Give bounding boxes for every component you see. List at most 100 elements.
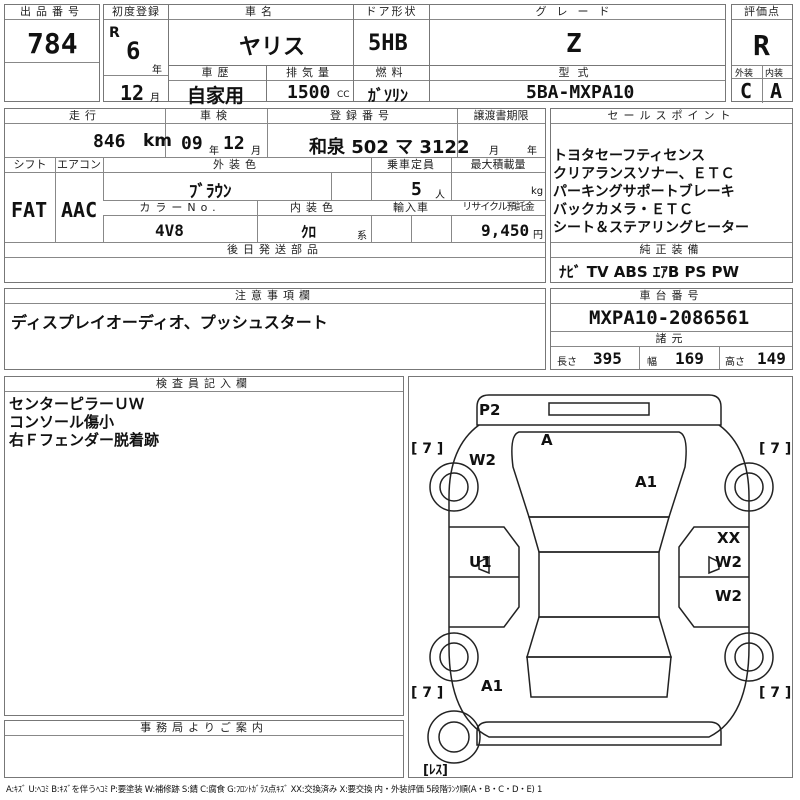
registration-label: 登録番号 xyxy=(267,109,457,124)
tire-front-right: [ 7 ] xyxy=(759,441,792,457)
mark-w2-right-1: W2 xyxy=(715,553,742,571)
displacement-cell: 排気量 1500 CC xyxy=(266,65,354,103)
transfer-day-unit: 年 xyxy=(527,146,537,157)
notes-text: ディスプレイオーディオ、プッシュスタート xyxy=(11,313,328,332)
grade: Z xyxy=(566,29,582,59)
fuel: ｶﾞｿﾘﾝ xyxy=(368,86,409,105)
ext-color: ﾌﾞﾗｳﾝ xyxy=(189,182,232,202)
spare-tire: [ﾚｽ] xyxy=(423,763,448,778)
mark-a1-rear: A1 xyxy=(481,677,504,695)
length-label: 長さ xyxy=(557,357,577,368)
history-cell: 車歴 自家用 xyxy=(168,65,267,107)
inspection-year: 09 xyxy=(181,133,203,154)
model-code-cell: 型式 5BA-MXPA10 xyxy=(429,65,726,103)
width-label: 幅 xyxy=(647,357,657,368)
yen-unit: 円 xyxy=(533,230,543,241)
lot-number: 784 xyxy=(27,27,78,60)
cc-unit: CC xyxy=(337,90,350,100)
recycle-label: リサイクル預託金 xyxy=(451,201,545,216)
color-no: 4V8 xyxy=(155,221,184,240)
inspector-note-item: 右Ｆフェンダー脱着跡 xyxy=(9,431,160,449)
max-load-label: 最大積載量 xyxy=(451,158,545,173)
history-label: 車歴 xyxy=(169,66,266,81)
grade-label: グレード xyxy=(430,5,725,20)
mark-w2-right-2: W2 xyxy=(715,587,742,605)
inspection-year-unit: 年 xyxy=(209,146,219,157)
month-unit: 月 xyxy=(150,93,160,104)
displacement: 1500 xyxy=(287,82,331,103)
inspector-label: 検査員記入欄 xyxy=(5,377,403,392)
tire-rear-right: [ 7 ] xyxy=(759,685,792,701)
damage-legend: A:ｷｽﾞ U:ﾍｺﾐ B:ｷｽﾞを伴うﾍｺﾐ P:要塗装 W:補修跡 S:錆 … xyxy=(6,785,543,795)
fuel-label: 燃料 xyxy=(354,66,429,81)
damage-diagram: P2 A W2 A1 XX W2 U1 W2 A1 [ 7 ] [ 7 ] [ … xyxy=(408,376,793,778)
ext-color-label: 外装色 xyxy=(103,158,371,173)
sales-points-label: セールスポイント xyxy=(551,109,792,124)
exterior-grade: C xyxy=(740,79,753,103)
color-no-label: カラーNo. xyxy=(103,201,257,216)
sales-point-item: バックカメラ・ＥＴＣ xyxy=(553,202,693,218)
transfer-label: 譲渡書期限 xyxy=(457,109,545,124)
notes-block: 注意事項欄 ディスプレイオーディオ、プッシュスタート xyxy=(4,288,546,370)
model-code: 5BA-MXPA10 xyxy=(526,82,635,103)
mark-w2-left: W2 xyxy=(469,451,496,469)
import-label: 輸入車 xyxy=(371,201,451,216)
door-label: ドア形状 xyxy=(354,5,429,20)
inspector-note-item: コンソール傷小 xyxy=(9,413,115,431)
later-parts-label: 後日発送部品 xyxy=(5,243,545,258)
era: R xyxy=(109,25,120,41)
kg-unit: kg xyxy=(531,186,544,197)
capacity: 5 xyxy=(411,179,422,200)
std-equipment-label: 純正装備 xyxy=(551,243,792,258)
interior-label: 内装 xyxy=(765,69,784,79)
mark-p2: P2 xyxy=(479,401,501,419)
office-label: 事務局よりご案内 xyxy=(5,721,403,736)
reg-month: 12 xyxy=(120,81,145,105)
length: 395 xyxy=(593,349,622,368)
reg-year: 6 xyxy=(126,37,141,65)
mark-a1-hood: A1 xyxy=(635,473,658,491)
first-registration-label: 初度登録 xyxy=(104,5,168,20)
model-code-label: 型式 xyxy=(430,66,725,81)
chassis-block: 車台番号 MXPA10-2086561 諸元 長さ 395 幅 169 高さ 1… xyxy=(550,288,793,370)
exterior-label: 外装 xyxy=(735,69,754,79)
year-unit: 年 xyxy=(152,65,162,76)
height: 149 xyxy=(757,349,786,368)
shift-label: シフト xyxy=(5,158,55,173)
height-label: 高さ xyxy=(725,357,745,368)
car-name-cell: 車名 ヤリス xyxy=(168,4,354,66)
chassis-number: MXPA10-2086561 xyxy=(589,307,750,329)
dims-label: 諸元 xyxy=(551,332,792,347)
interior-grade: A xyxy=(770,79,783,103)
chassis-label: 車台番号 xyxy=(551,289,792,304)
grade-cell: グレード Z xyxy=(429,4,726,66)
notes-label: 注意事項欄 xyxy=(5,289,545,304)
sales-point-item: シート＆ステアリングヒーター xyxy=(553,220,749,236)
top-info-block: 出品番号 784 初度登録 R 6 年 12 月 車名 ヤリス ドア形状 5HB… xyxy=(4,4,793,107)
displacement-label: 排気量 xyxy=(267,66,353,81)
mark-u1: U1 xyxy=(469,553,492,571)
int-color-label: 内装色 xyxy=(257,201,371,216)
inspection-label: 車検 xyxy=(165,109,267,124)
inspector-note-item: センターピラーＵＷ xyxy=(9,395,145,413)
score-label: 評価点 xyxy=(732,5,792,20)
aircon: AAC xyxy=(61,198,98,222)
width: 169 xyxy=(675,349,704,368)
first-registration-cell: 初度登録 R 6 年 12 月 xyxy=(103,4,169,105)
tire-front-left: [ 7 ] xyxy=(411,441,444,457)
history: 自家用 xyxy=(187,85,245,107)
sales-point-item: クリアランスソナー、ＥＴＣ xyxy=(553,166,735,182)
car-outline-diagram xyxy=(427,394,774,764)
mileage: 846 xyxy=(93,131,126,152)
score-cell: 評価点 R 外装 内装 C A xyxy=(731,4,793,103)
std-equipment: ﾅﾋﾞ TV ABS ｴｱB PS PW xyxy=(559,263,740,281)
lot-number-cell: 出品番号 784 xyxy=(4,4,100,102)
persons-unit: 人 xyxy=(435,190,445,201)
fuel-cell: 燃料 ｶﾞｿﾘﾝ xyxy=(353,65,430,105)
mark-a-front: A xyxy=(541,431,553,449)
door-cell: ドア形状 5HB xyxy=(353,4,430,66)
